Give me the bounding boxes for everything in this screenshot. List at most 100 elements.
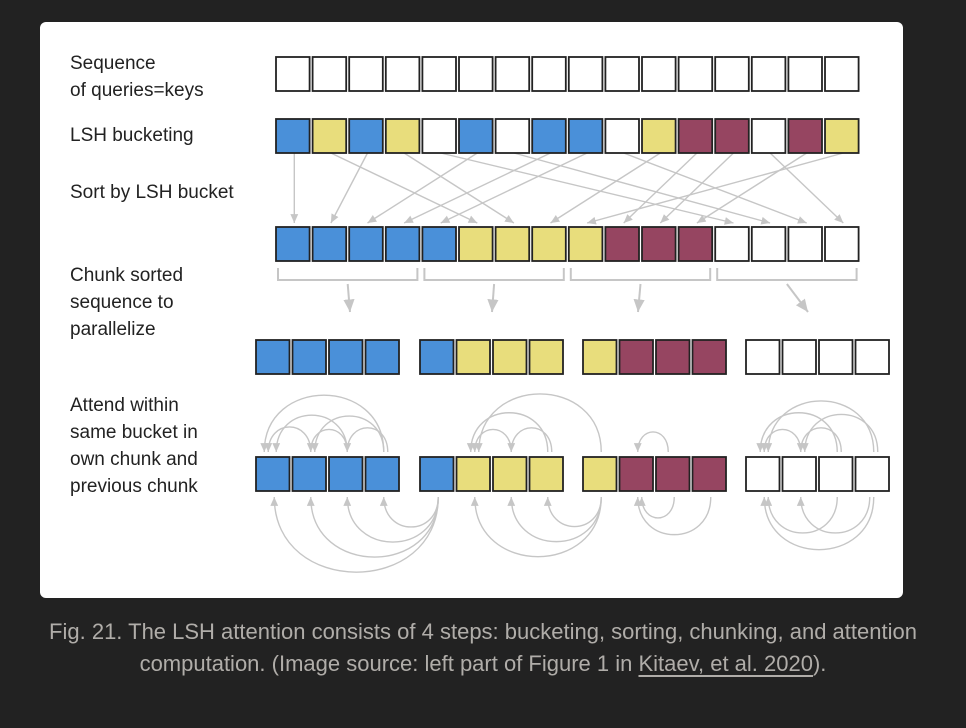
attend-cell (818, 456, 854, 492)
bucketed-cell (604, 118, 640, 154)
attend-cell (419, 456, 455, 492)
attention-arc (260, 394, 385, 453)
label-lsh-bucketing: LSH bucketing (70, 125, 194, 146)
sequence-cell (494, 56, 531, 92)
attention-arc (633, 496, 712, 536)
sequence-cell (604, 56, 640, 92)
chunk-bracket (569, 268, 712, 281)
attention-arc (543, 496, 602, 528)
chunk-arrow (487, 283, 499, 313)
bucketed-cell (275, 118, 311, 154)
sort-arrow (403, 152, 515, 224)
chunk-arrow (786, 283, 809, 313)
sorted-cell (604, 226, 640, 262)
sequence-cell (384, 56, 421, 92)
bucketed-cell (311, 118, 348, 154)
attend-cell (582, 456, 618, 492)
bucketed-cell (458, 118, 494, 154)
sort-arrow (330, 152, 478, 224)
chunk-cell (691, 339, 727, 375)
sort-arrow (440, 152, 588, 224)
sorted-cell (824, 226, 860, 262)
caption-link[interactable]: Kitaev, et al. 2020 (638, 651, 813, 676)
sequence-cell (677, 56, 714, 92)
chunk-cell (419, 339, 455, 375)
label-attend: Attend within same bucket in own chunk a… (70, 395, 198, 497)
attention-arc (796, 496, 871, 534)
attention-arc (800, 413, 879, 453)
bucketed-cell (348, 118, 384, 154)
chunk-cell (582, 339, 618, 375)
bucketed-cell (714, 118, 750, 154)
sorted-cell (787, 226, 823, 262)
caption-end: ). (812, 651, 827, 676)
attend-cell (691, 456, 727, 492)
attend-cell (255, 456, 291, 492)
chunk-cell (255, 339, 291, 375)
sorted-cell (311, 226, 348, 262)
sequence-cell (567, 56, 604, 92)
chunk-cell (364, 339, 400, 375)
chunk-arrow (633, 283, 645, 313)
sort-arrow (550, 152, 661, 224)
sorted-cell (494, 226, 531, 262)
label-sort: Sort by LSH bucket (70, 182, 234, 203)
sort-arrow (696, 152, 808, 224)
attend-cell (328, 456, 364, 492)
bucketed-cell (531, 118, 567, 154)
sequence-cell (458, 56, 494, 92)
sequence-cell (421, 56, 457, 92)
figure-card: Sequence of queries=keys LSH bucketing S… (40, 22, 903, 598)
chunk-cell (781, 339, 817, 375)
sort-arrow (659, 152, 734, 224)
chunk-arrow (343, 283, 355, 313)
attention-arc (507, 427, 553, 453)
attention-arc (343, 427, 389, 453)
bucketed-cell (421, 118, 457, 154)
sequence-cell (714, 56, 750, 92)
bucketed-cell (677, 118, 714, 154)
attend-cell (291, 456, 327, 492)
sort-arrow (440, 152, 734, 225)
chunk-cell (745, 339, 781, 375)
sorted-cell (348, 226, 384, 262)
sorted-cell (275, 226, 311, 262)
sort-arrow (623, 152, 698, 224)
chunk-cell (854, 339, 890, 375)
chunk-cell (618, 339, 654, 375)
attention-arc (270, 496, 439, 573)
attend-cell (655, 456, 691, 492)
chunk-cell (328, 339, 364, 375)
bucketed-cell (384, 118, 421, 154)
attention-arc (470, 496, 602, 558)
attend-cell (528, 456, 564, 492)
attend-cell (455, 456, 491, 492)
attention-arc (796, 427, 842, 453)
attention-arc (466, 412, 549, 453)
sorted-cell (531, 226, 567, 262)
sequence-cell (641, 56, 677, 92)
chunk-cell (528, 339, 564, 375)
attention-arc (764, 400, 875, 453)
sort-arrow (623, 152, 807, 224)
sequence-cell (531, 56, 567, 92)
sort-arrow (513, 152, 771, 225)
attention-arc (633, 431, 669, 453)
attention-arc (306, 496, 439, 558)
attend-cell (854, 456, 890, 492)
sorted-cell (567, 226, 604, 262)
attention-arc (272, 414, 348, 453)
attend-cell (492, 456, 528, 492)
sequence-cell (750, 56, 787, 92)
chunk-cell (455, 339, 491, 375)
chunk-cell (818, 339, 854, 375)
chunk-cell (655, 339, 691, 375)
sort-arrow (330, 152, 369, 224)
sorted-cell (750, 226, 787, 262)
bucketed-cell (567, 118, 604, 154)
sorted-cell (421, 226, 457, 262)
sequence-cell (311, 56, 348, 92)
attention-arc (507, 496, 602, 543)
attention-arc (760, 496, 875, 551)
attention-arc (310, 415, 385, 453)
